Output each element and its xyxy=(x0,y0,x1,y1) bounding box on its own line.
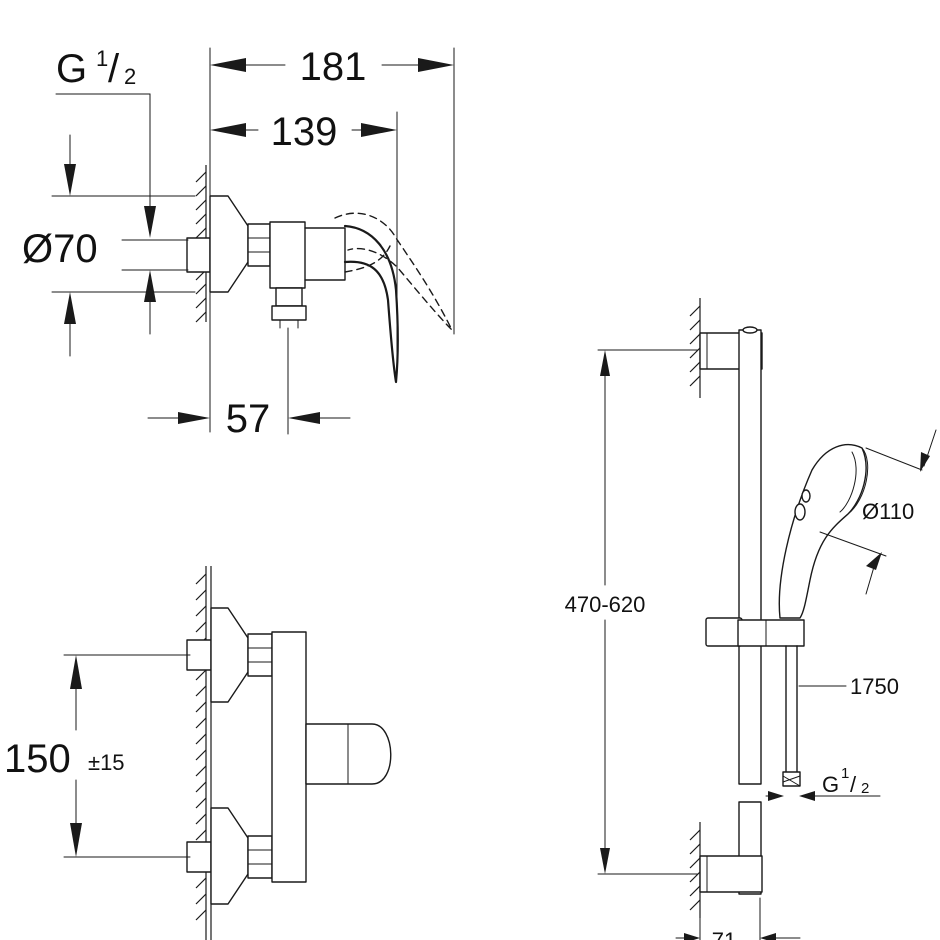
thread-num: 1 xyxy=(96,46,108,71)
lever-swing-outline xyxy=(334,212,453,331)
wall-hatch-bottom xyxy=(195,566,212,940)
dimension-150: 150 ±15 xyxy=(4,654,191,858)
escutcheon xyxy=(209,195,249,293)
mixer-side-view: 181 139 G 1 / 2 Ø70 xyxy=(22,45,455,441)
thread-g: G xyxy=(56,47,87,91)
dim-181-label: 181 xyxy=(300,45,367,89)
lower-hex-nut xyxy=(247,835,273,879)
hose-thread-g: G xyxy=(822,772,839,797)
mixer-body xyxy=(269,221,346,289)
lever-handle xyxy=(343,224,399,384)
lower-connection-stub xyxy=(186,841,212,873)
upper-escutcheon xyxy=(210,607,249,703)
slide-rail xyxy=(738,329,762,785)
upper-connection-stub xyxy=(186,639,212,671)
dim-150-tolerance: ±15 xyxy=(88,750,125,775)
upper-hex-nut xyxy=(247,633,273,677)
dim-150-label: 150 xyxy=(4,737,71,781)
dim-71-label: 71 xyxy=(712,928,736,940)
hex-nut xyxy=(247,223,271,267)
dim-57-label: 57 xyxy=(226,397,271,441)
dimension-181: 181 xyxy=(209,45,455,433)
dim-rail-length-label: 470-620 xyxy=(565,592,646,617)
svg-text:/: / xyxy=(108,47,120,91)
dim-diameter-70-label: Ø70 xyxy=(22,227,98,271)
dimension-hose-length: 1750 xyxy=(798,674,899,699)
dimension-handshower-diameter: Ø110 xyxy=(819,429,937,595)
wall-connection-stub xyxy=(186,237,211,273)
lower-escutcheon xyxy=(210,807,249,905)
dimension-rail-length: 470-620 xyxy=(565,349,699,875)
dimension-71: 71 xyxy=(675,897,801,940)
hose-thread-num: 1 xyxy=(841,765,849,782)
thread-den: 2 xyxy=(124,64,136,89)
shower-rail-view: 470-620 Ø110 1750 G 1 / 2 xyxy=(565,298,937,940)
thread-label-top: G 1 / 2 xyxy=(55,46,156,238)
outlet-nipple xyxy=(275,287,303,307)
mixer-front-view: 150 ±15 xyxy=(4,566,392,940)
wall-hatch-rail-top xyxy=(689,298,701,398)
slider-holder xyxy=(737,619,805,647)
hose-thread-label: G 1 / 2 xyxy=(765,765,881,801)
dimension-diameter-70: Ø70 xyxy=(22,134,196,357)
dim-139-label: 139 xyxy=(271,110,338,154)
hand-shower xyxy=(778,444,867,619)
rail-end-cap xyxy=(742,326,758,334)
bottom-wall-bracket xyxy=(699,855,763,893)
dim-hose-length-label: 1750 xyxy=(850,674,899,699)
mixer-front-body xyxy=(271,631,307,883)
wall-hatch-rail-bottom xyxy=(689,822,701,918)
dimension-139: 139 xyxy=(210,110,398,353)
hose-thread-den: 2 xyxy=(861,780,869,797)
lever-swing-outline-2 xyxy=(344,245,391,273)
dimension-57: 57 xyxy=(147,327,351,441)
hand-shower-face xyxy=(847,447,869,515)
slider-knob xyxy=(705,617,743,647)
dim-handshower-label: Ø110 xyxy=(862,499,914,524)
svg-text:/: / xyxy=(850,772,857,797)
spray-selector xyxy=(794,503,806,521)
outlet-nut xyxy=(271,305,307,321)
